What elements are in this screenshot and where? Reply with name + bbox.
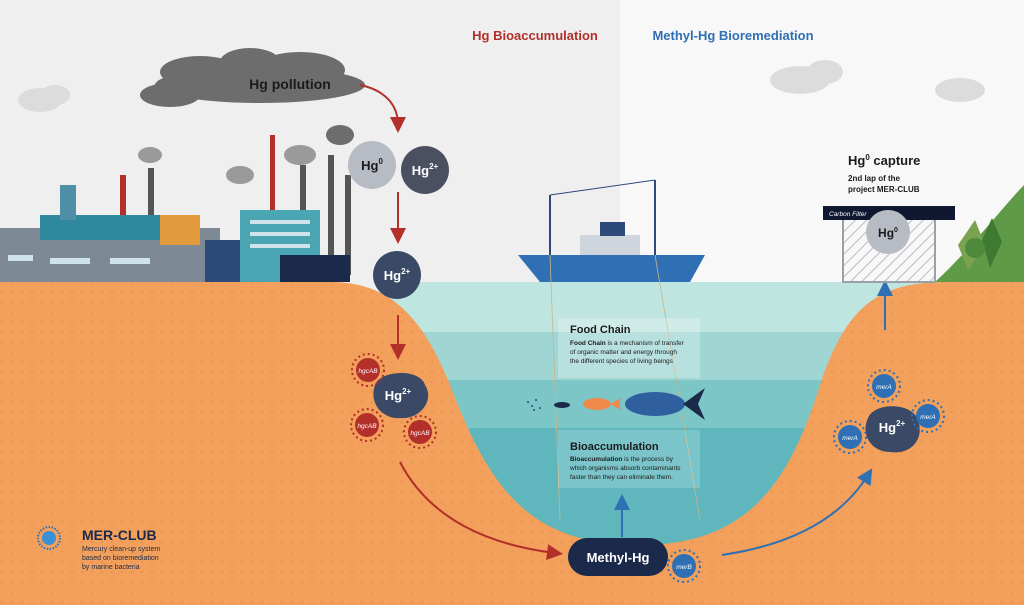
background-clouds [18, 60, 985, 112]
svg-text:Hg2+: Hg2+ [879, 419, 906, 435]
svg-text:Hg2+: Hg2+ [385, 387, 412, 403]
hg-pollution-label: Hg pollution [249, 76, 331, 92]
svg-text:merA: merA [920, 414, 936, 421]
green-hill [935, 185, 1024, 282]
svg-text:merB: merB [676, 564, 692, 571]
svg-text:Methyl-Hg: Methyl-Hg [587, 550, 650, 565]
mer-club-name: MER-CLUB [82, 527, 157, 543]
food-chain-text-1: Food Chain is a mechanism of transfer [570, 340, 685, 347]
svg-text:merA: merA [876, 384, 892, 391]
hg2-atmosphere: Hg2+ [401, 146, 449, 194]
header-hg-bioaccumulation: Hg Bioaccumulation [472, 28, 598, 43]
hgcab-bacterium: hgcAB [350, 408, 384, 442]
capture-subtitle-2: project MER-CLUB [848, 185, 920, 194]
bioaccumulation-text-2: which organisms absorb contaminants [569, 465, 681, 472]
hgcab-bacterium: hgcAB [351, 353, 385, 387]
food-chain-panel [558, 318, 700, 378]
svg-text:hgcAB: hgcAB [357, 423, 377, 430]
food-chain-title: Food Chain [570, 324, 631, 336]
fishing-boat [518, 179, 705, 521]
hg2-bacteria-cluster: Hg2+ hgcAB hgcAB hgcAB [350, 353, 437, 449]
svg-text:merA: merA [842, 435, 858, 442]
factory-illustration [0, 135, 351, 282]
svg-text:hgcAB: hgcAB [410, 430, 430, 437]
hgcab-bacterium: hgcAB [403, 415, 437, 449]
svg-text:Hg2+: Hg2+ [412, 162, 439, 178]
header-methyl-hg-bioremediation: Methyl-Hg Bioremediation [652, 28, 813, 43]
capture-subtitle-1: 2nd lap of the [848, 174, 901, 183]
mera-bacterium: merA [867, 369, 901, 403]
mera-bacterium: merA [833, 420, 867, 454]
bioaccumulation-text-3: faster than they can eliminate them. [570, 474, 673, 481]
carbon-filter-label: Carbon Filter [829, 211, 867, 218]
hg2-ground: Hg2+ [373, 251, 421, 299]
fish-food-chain [527, 388, 705, 420]
hg2-mera-cluster: Hg2+ merA merA merA [833, 369, 945, 454]
mera-bacterium: merA [911, 399, 945, 433]
pollution-cloud [138, 48, 365, 184]
mer-club-tagline-3: by marine bacteria [82, 564, 140, 571]
bioaccumulation-panel [558, 430, 700, 488]
trees [958, 218, 1002, 270]
svg-text:Hg0: Hg0 [361, 157, 383, 173]
carbon-filter: Carbon Filter Hg0 [823, 206, 955, 283]
mer-club-logo [31, 526, 67, 555]
food-chain-text-3: the different species of living beings [570, 358, 674, 365]
food-chain-text-2: of organic matter and energy through [570, 349, 677, 356]
svg-text:Hg2+: Hg2+ [384, 267, 411, 283]
mer-club-tagline-1: Mercury clean-up system [82, 546, 160, 553]
hg0-atmosphere: Hg0 [348, 141, 396, 189]
bioremediation-arrows [614, 280, 893, 556]
sky-right [620, 0, 1024, 300]
methyl-hg: Methyl-Hg merB [568, 538, 701, 583]
merb-bacterium: merB [667, 549, 701, 583]
bioaccumulation-arrows [359, 84, 563, 560]
hg0-capture-title: Hg0 capture [848, 153, 920, 168]
svg-text:Hg0: Hg0 [878, 226, 898, 240]
bioaccumulation-title: Bioaccumulation [570, 441, 659, 453]
bioaccumulation-text-1: Bioaccumulation is the process by [570, 456, 674, 463]
svg-text:hgcAB: hgcAB [358, 368, 378, 375]
mer-club-tagline-2: based on bioremediation [82, 555, 159, 562]
